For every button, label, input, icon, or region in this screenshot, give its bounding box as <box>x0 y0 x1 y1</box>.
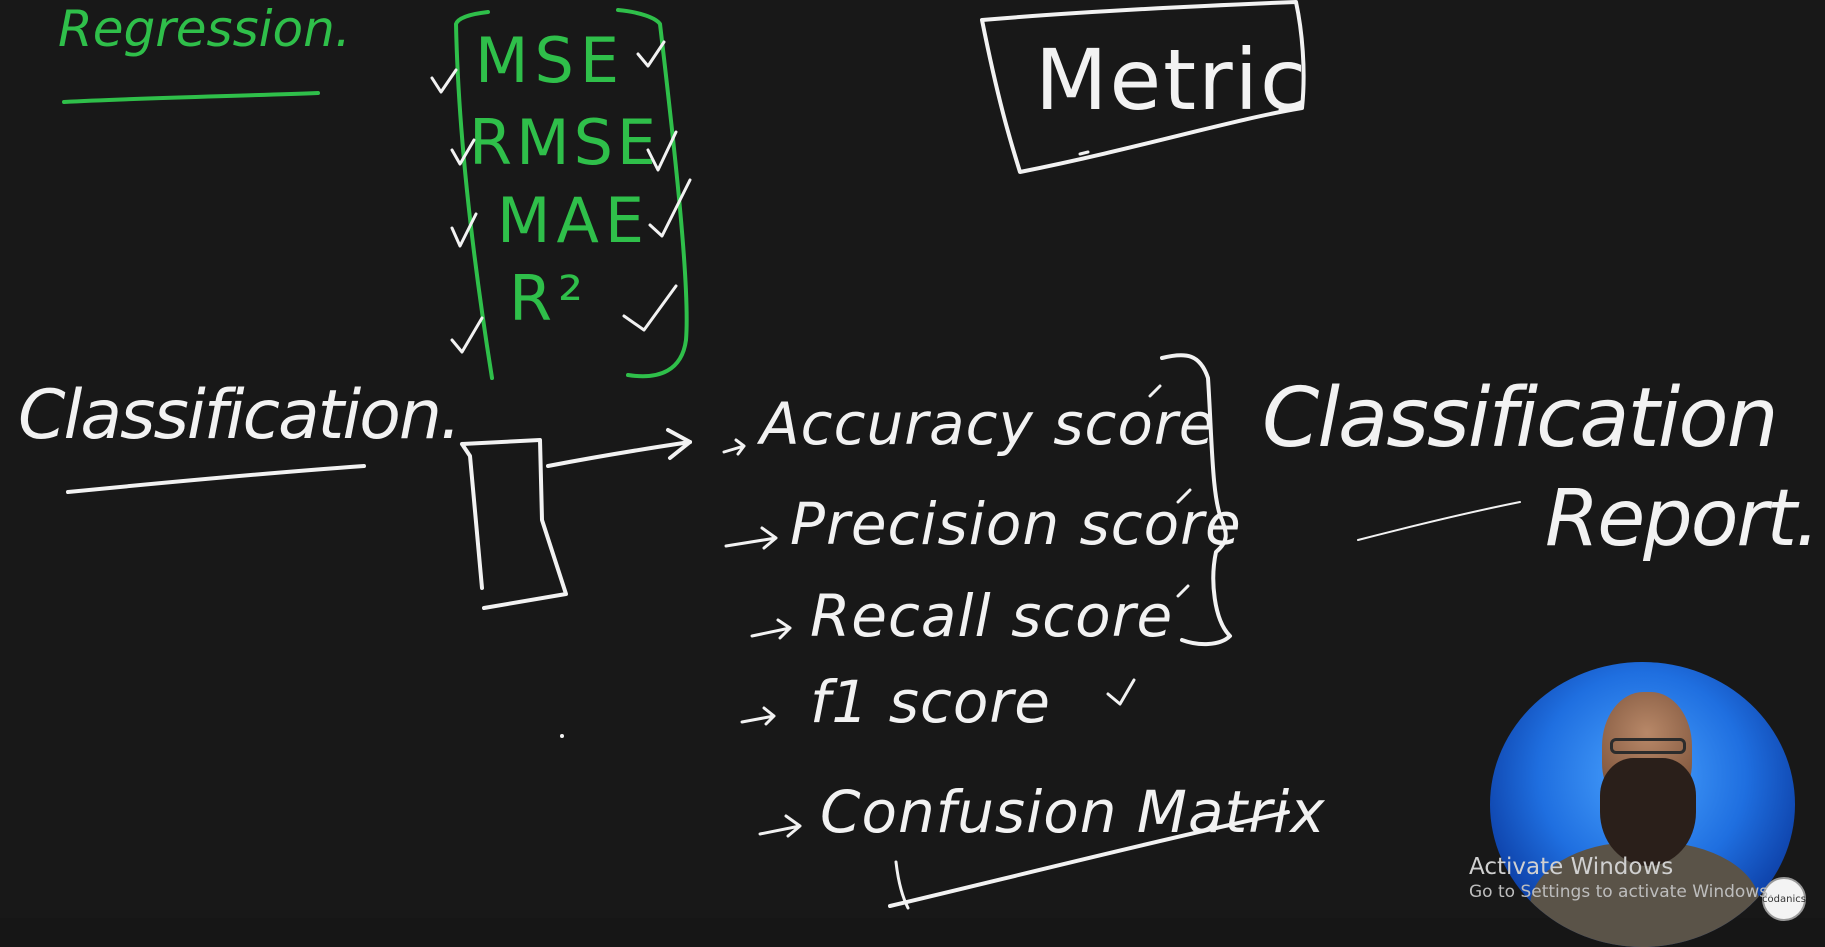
webcam-overlay <box>1490 662 1795 947</box>
classification-underline <box>66 464 366 494</box>
regression-metric-r2: R² <box>509 262 589 335</box>
check-icon <box>450 212 478 248</box>
regression-bracket-left <box>454 10 494 380</box>
activate-windows-title: Activate Windows <box>1469 854 1674 880</box>
presenter-beard <box>1600 758 1696 866</box>
classification-metric-precision: Precision score <box>790 490 1242 558</box>
check-icon <box>622 284 678 332</box>
chalk-strokes <box>62 0 1521 910</box>
arrow-head-icon <box>666 428 692 460</box>
regression-bracket-right <box>616 8 689 379</box>
classification-heading: Classification. <box>18 376 462 455</box>
classification-metric-f1: f1 score <box>810 668 1051 736</box>
arrow-right-icon <box>722 438 746 456</box>
metric-heading: Metric <box>1035 31 1309 129</box>
classification-report-underline <box>1357 501 1521 541</box>
arrow-right-icon <box>740 706 776 726</box>
classification-metric-confusion-matrix: Confusion Matrix <box>820 778 1326 846</box>
classification-report-heading-line1: Classification <box>1262 371 1779 466</box>
confusion-matrix-underline <box>888 810 1290 908</box>
regression-check-marks <box>430 40 692 354</box>
classification-metric-recall: Recall score <box>810 582 1174 650</box>
brace-tick <box>1148 384 1192 598</box>
model-arrow <box>546 440 692 468</box>
chalk-dot <box>560 734 564 738</box>
check-icon <box>430 68 458 94</box>
check-icon <box>646 130 678 172</box>
activate-windows-subtitle: Go to Settings to activate Windows. <box>1469 882 1774 902</box>
confusion-matrix-descender <box>894 860 910 910</box>
arrow-right-icon <box>750 618 792 640</box>
regression-metric-mse: MSE <box>475 24 626 97</box>
metric-box-arrow <box>1078 106 1298 156</box>
activate-windows-watermark: Activate Windows Go to Settings to activ… <box>1469 853 1774 903</box>
whiteboard-canvas: Regression. MSE RMSE MAE R² Metric Class… <box>18 0 1820 947</box>
regression-metric-mae: MAE <box>497 184 651 257</box>
regression-underline <box>62 91 320 104</box>
check-icon <box>450 138 476 166</box>
regression-heading: Regression. <box>58 0 351 58</box>
list-arrows <box>722 438 802 838</box>
model-box <box>460 438 568 610</box>
check-icon <box>450 316 484 354</box>
classification-metric-accuracy: Accuracy score <box>760 390 1216 458</box>
arrow-right-icon <box>724 526 778 550</box>
metric-box <box>980 0 1306 174</box>
classification-group-brace <box>1160 353 1232 647</box>
classification-report-heading-line2: Report. <box>1545 474 1820 564</box>
check-icon <box>648 178 692 238</box>
check-icon <box>636 40 666 68</box>
presenter-glasses <box>1610 738 1686 754</box>
regression-metric-rmse: RMSE <box>469 106 661 179</box>
check-icon <box>1106 678 1136 706</box>
arrow-right-icon <box>758 814 802 838</box>
